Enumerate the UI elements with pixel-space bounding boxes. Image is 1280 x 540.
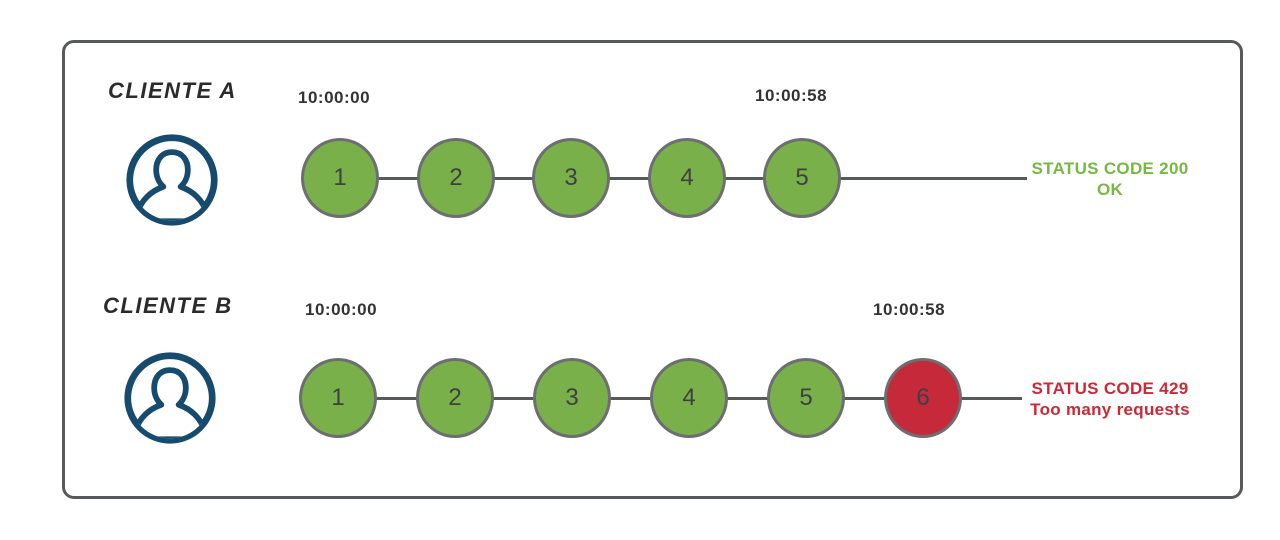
request-circle-5: 5 — [763, 138, 841, 218]
diagram-frame — [62, 40, 1243, 499]
start-timestamp: 10:00:00 — [305, 300, 378, 319]
request-number: 6 — [916, 384, 930, 411]
request-number: 1 — [331, 384, 345, 411]
request-number: 2 — [449, 164, 463, 191]
request-number: 1 — [333, 164, 347, 191]
status-code-text: STATUS CODE 429 Too many requests — [996, 378, 1224, 421]
request-number: 5 — [795, 164, 809, 191]
request-circle-1: 1 — [299, 358, 377, 438]
status-code-line: STATUS CODE 200 — [1031, 159, 1189, 178]
request-sequence: 1 2 3 4 5 6 — [62, 288, 1240, 463]
request-circle-4: 4 — [650, 358, 728, 438]
user-avatar-icon — [122, 350, 218, 446]
request-number: 2 — [448, 384, 462, 411]
request-circle-2: 2 — [416, 358, 494, 438]
request-number: 3 — [564, 164, 578, 191]
request-circle-1: 1 — [301, 138, 379, 218]
request-number: 4 — [682, 384, 696, 411]
client-row-a: CLIENTE A 10:00:00 10:00:58 1 2 3 4 5 STATUS… — [62, 70, 1240, 245]
request-circle-4: 4 — [648, 138, 726, 218]
status-code-line: STATUS CODE 429 — [1031, 379, 1189, 398]
request-number: 4 — [680, 164, 694, 191]
request-circle-2: 2 — [417, 138, 495, 218]
request-circle-5: 5 — [767, 358, 845, 438]
client-row-b: CLIENTE B 10:00:00 10:00:58 1 2 3 4 5 6 STATU… — [62, 288, 1240, 463]
status-message-line: Too many requests — [1030, 400, 1190, 420]
request-number: 3 — [565, 384, 579, 411]
request-circle-3: 3 — [533, 358, 611, 438]
status-code-text: STATUS CODE 200 OK — [996, 158, 1224, 201]
user-avatar-icon — [124, 132, 220, 228]
request-circle-3: 3 — [532, 138, 610, 218]
request-circle-6: 6 — [884, 358, 962, 438]
request-sequence: 1 2 3 4 5 — [62, 70, 1240, 245]
end-timestamp: 10:00:58 — [755, 86, 828, 105]
status-message-line: OK — [1096, 180, 1124, 200]
client-a-label: CLIENTE A — [108, 78, 237, 103]
end-timestamp: 10:00:58 — [873, 300, 946, 319]
start-timestamp: 10:00:00 — [298, 88, 371, 107]
client-b-label: CLIENTE B — [103, 293, 233, 318]
request-number: 5 — [799, 384, 813, 411]
